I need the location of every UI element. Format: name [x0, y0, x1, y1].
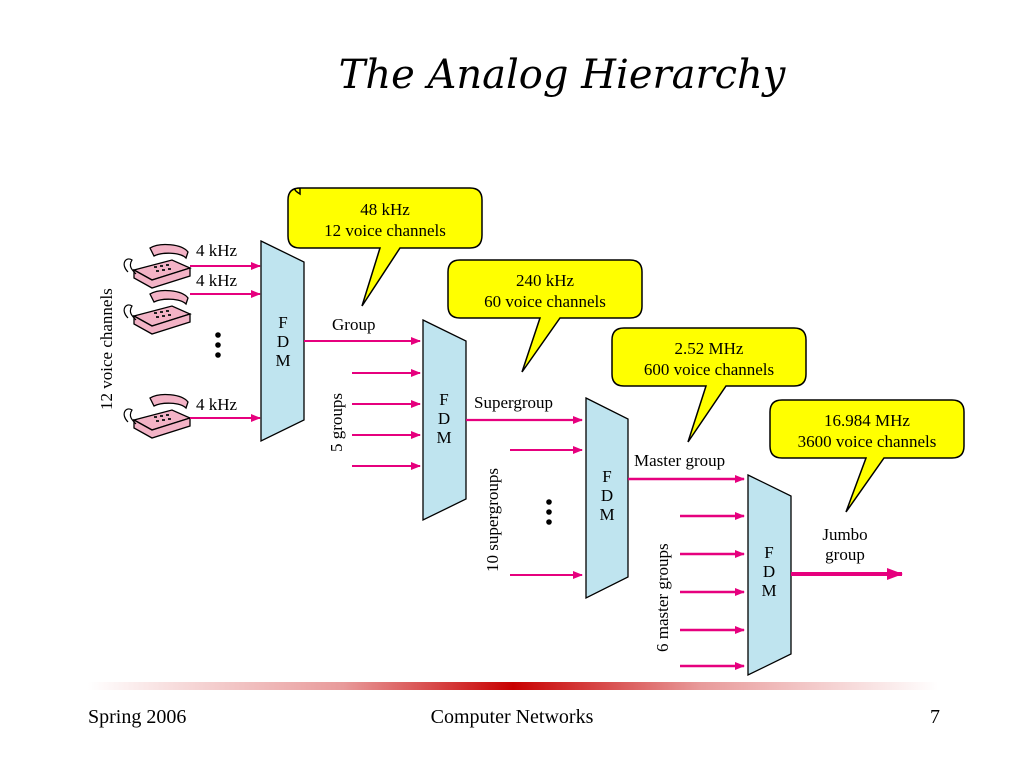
svg-text:F: F: [764, 543, 773, 562]
svg-text:M: M: [599, 505, 614, 524]
callout-240khz: 240 kHz 60 voice channels: [447, 259, 643, 373]
label-10-supergroups: 10 supergroups: [483, 468, 502, 572]
callout-240khz-line1: 240 kHz: [516, 271, 575, 290]
svg-text:F: F: [278, 313, 287, 332]
output-label-jumbo: Jumbo: [822, 525, 867, 544]
callout-16-984mhz-line1: 16.984 MHz: [824, 411, 910, 430]
output-label-jumbo-group: group: [825, 545, 865, 564]
output-label-group: Group: [332, 315, 375, 334]
group-input-arrows: [352, 369, 421, 470]
input-arrows: [190, 262, 261, 422]
fdm-multiplexer-3: F D M: [585, 396, 629, 600]
input-label-4khz: 4 kHz: [196, 271, 238, 290]
callout-240khz-line2: 60 voice channels: [484, 292, 606, 311]
callout-2-52mhz-line2: 600 voice channels: [644, 360, 774, 379]
output-label-master-group: Master group: [634, 451, 725, 470]
telephone-icon: [123, 243, 192, 289]
master-group-input-arrows: [680, 512, 745, 670]
input-label-4khz: 4 kHz: [196, 241, 238, 260]
supergroup-input-arrows: [510, 446, 583, 579]
footer-date: Spring 2006: [88, 706, 187, 728]
callout-2-52mhz: 2.52 MHz 600 voice channels: [611, 327, 807, 443]
svg-text:F: F: [602, 467, 611, 486]
output-label-supergroup: Supergroup: [474, 393, 553, 412]
footer-course: Computer Networks: [430, 706, 594, 728]
svg-text:D: D: [438, 409, 450, 428]
telephone-icon: [123, 289, 192, 335]
footer-divider: [88, 682, 938, 690]
fdm-multiplexer-1: F D M: [260, 239, 305, 443]
svg-text:M: M: [275, 351, 290, 370]
telephone-icon: [123, 393, 192, 439]
slide-title: The Analog Hierarchy: [338, 52, 786, 98]
svg-text:M: M: [436, 428, 451, 447]
ellipsis-dots: [546, 499, 552, 525]
svg-text:M: M: [761, 581, 776, 600]
callout-48khz: 48 kHz 12 voice channels: [287, 187, 483, 307]
svg-text:D: D: [763, 562, 775, 581]
callout-16-984mhz: 16.984 MHz 3600 voice channels: [769, 399, 965, 513]
svg-text:D: D: [277, 332, 289, 351]
label-6-master-groups: 6 master groups: [653, 543, 672, 652]
input-label-4khz: 4 kHz: [196, 395, 238, 414]
fdm-multiplexer-2: F D M: [422, 318, 467, 522]
svg-text:F: F: [439, 390, 448, 409]
footer-page-number: 7: [930, 706, 940, 728]
label-5-groups: 5 groups: [327, 393, 346, 452]
callout-48khz-line2: 12 voice channels: [324, 221, 446, 240]
ellipsis-dots: [215, 332, 221, 358]
label-12-voice-channels: 12 voice channels: [97, 288, 116, 410]
callout-48khz-line1: 48 kHz: [360, 200, 410, 219]
callout-16-984mhz-line2: 3600 voice channels: [798, 432, 937, 451]
callout-2-52mhz-line1: 2.52 MHz: [675, 339, 744, 358]
svg-text:D: D: [601, 486, 613, 505]
fdm-multiplexer-4: F D M: [747, 473, 792, 677]
